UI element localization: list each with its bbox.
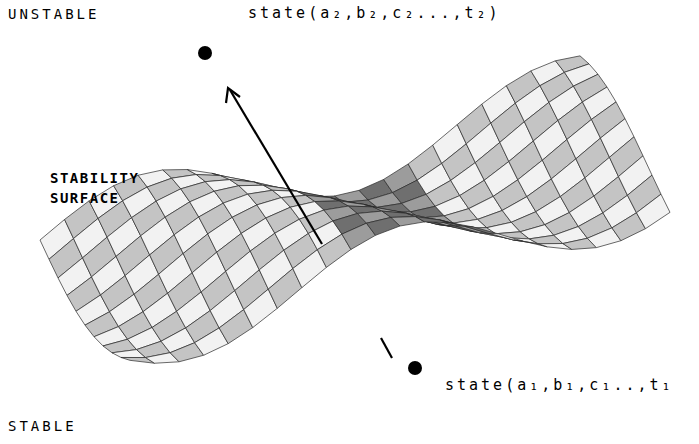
region-label: STABLE bbox=[8, 418, 77, 435]
region-label: UNSTABLE bbox=[8, 6, 99, 23]
surface-cell bbox=[636, 194, 670, 229]
state-change-arrow bbox=[226, 88, 392, 358]
surface-cell bbox=[465, 226, 499, 234]
surface-cell bbox=[440, 220, 474, 227]
arrow-head bbox=[226, 88, 240, 103]
surface-label: STABILITY SURFACE bbox=[50, 168, 160, 209]
stability-surface-mesh bbox=[40, 56, 670, 363]
arrow-hidden-tail bbox=[381, 338, 392, 358]
unstable-state-dot bbox=[198, 46, 212, 60]
arrow-shaft bbox=[230, 90, 322, 244]
stable-state-dot bbox=[408, 361, 422, 375]
surface-cell bbox=[489, 234, 523, 242]
state-label: state(a₁,b₁,c₁..,t₁ bbox=[445, 376, 674, 394]
surface-cell bbox=[416, 217, 450, 223]
state-label: state(a₂,b₂,c₂...,t₂) bbox=[248, 4, 501, 22]
